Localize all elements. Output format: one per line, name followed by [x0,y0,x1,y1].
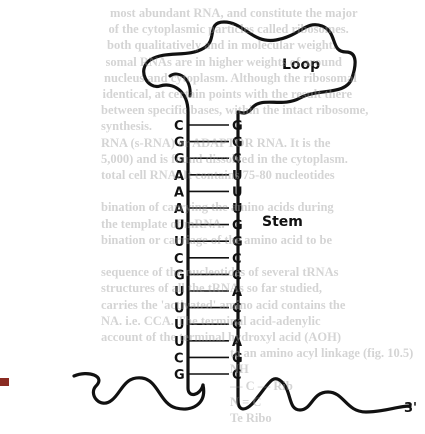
background-text-line: carries the 'activated' amino acid conta… [101,298,425,313]
background-text-line: bination of carrying the amino acids dur… [101,200,425,215]
background-text-line: most abundant RNA, and constitute the ma… [110,6,425,21]
background-text-line: Te Ribo [230,411,425,426]
background-text-line: sequence of the nucleotides of several t… [101,265,425,280]
background-text-line: NH [230,362,425,377]
background-text-line: N = C [230,395,425,410]
background-text-line: structures of all the tRNAs so far studi… [101,281,425,296]
background-text-line: RNA (s-RNA) or ADAPTOR RNA. It is the [101,136,425,151]
background-text-line: the template of mRNA. [101,217,425,232]
background-text-line: 5,000) and is found dissolved in the cyt… [101,152,425,167]
background-text-line: NA. i.e. CCA. The terminal acid-adenylic [101,314,425,329]
background-text-line: nucleus and cytoplasm. Although the ribo… [104,71,425,86]
background-text-line: total cell RNA. It contains 75-80 nucleo… [101,168,425,183]
left-base: C [174,351,184,366]
right-base: U [232,185,243,200]
background-text-line: somal RNAs are in higher weights of arou… [106,55,425,70]
background-text-line: both qualitatively and in molecular weig… [107,38,425,53]
background-text-line: between specific bases, within the intac… [101,103,425,118]
background-text-line: to an amino acyl linkage (fig. 10.5) [230,346,425,361]
background-text-line: — C — Rib [230,379,425,394]
left-base: A [174,185,184,200]
left-base: G [174,368,185,383]
background-text-line: identical, at certain points with the re… [103,87,425,102]
background-text-line: of the cytoplasmic particles called ribo… [109,22,425,37]
background-text-line: account of the terminal hydroxyl acid (A… [101,330,425,345]
background-text-line: bination or carriage of the amino acid t… [101,233,425,248]
background-text-line: synthesis. [101,119,425,134]
corner-mark [0,378,9,386]
